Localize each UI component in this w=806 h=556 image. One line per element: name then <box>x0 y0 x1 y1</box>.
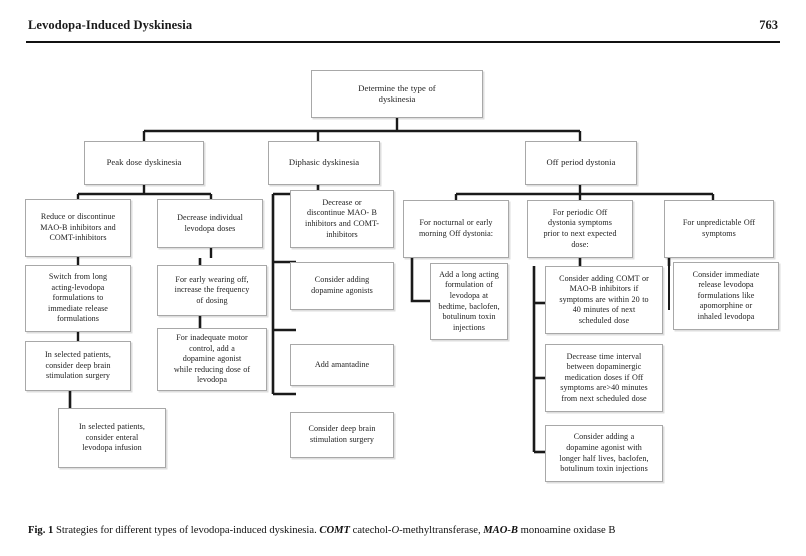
node-peak-dose-dyskinesia[interactable]: Peak dose dyskinesia <box>84 141 204 185</box>
node-peak-switch-formulations[interactable]: Switch from long acting-levodopa formula… <box>25 265 131 332</box>
node-off-comt-mao-20-40-min[interactable]: Consider adding COMT or MAO-B inhibitors… <box>545 266 663 334</box>
page-number: 763 <box>759 18 778 32</box>
flowchart-figure: Determine the type of dyskinesia Peak do… <box>25 70 779 482</box>
node-label: Consider adding COMT or MAO-B inhibitors… <box>559 273 649 325</box>
page-header: Levodopa-Induced Dyskinesia 763 <box>28 18 778 44</box>
caption-maob-expansion: monoamine oxidase B <box>520 525 616 536</box>
node-diphasic-amantadine[interactable]: Add amantadine <box>290 344 394 386</box>
node-label: Off period dystonia <box>546 157 616 168</box>
figure-caption: Fig. 1 Strategies for different types of… <box>28 524 784 538</box>
node-label: Decrease individual levodopa doses <box>177 212 243 233</box>
node-off-unpredictable-symptoms[interactable]: For unpredictable Off symptoms <box>664 200 774 258</box>
header-divider <box>26 41 780 43</box>
node-label: Consider immediate release levodopa form… <box>692 269 760 321</box>
node-label: Peak dose dyskinesia <box>106 157 182 168</box>
node-label: For nocturnal or early morning Off dysto… <box>418 218 494 238</box>
node-off-decrease-time-interval[interactable]: Decrease time interval between dopaminer… <box>545 344 663 412</box>
node-label: Decrease or discontinue MAO- B inhibitor… <box>305 197 379 239</box>
node-label: For unpredictable Off symptoms <box>682 218 756 238</box>
node-label: For early wearing off, increase the freq… <box>174 274 250 305</box>
node-diphasic-dyskinesia[interactable]: Diphasic dyskinesia <box>268 141 380 185</box>
node-peak-inadequate-motor-control[interactable]: For inadequate motor control, add a dopa… <box>157 328 267 391</box>
caption-comt-expansion-a: catechol- <box>352 525 392 536</box>
caption-comt-expansion-o: O <box>391 525 400 536</box>
caption-comt-expansion-b: -methyltransferase, <box>399 525 481 536</box>
node-diphasic-dopamine-agonists[interactable]: Consider adding dopamine agonists <box>290 262 394 310</box>
node-label: Diphasic dyskinesia <box>288 157 360 168</box>
node-peak-decrease-individual-doses[interactable]: Decrease individual levodopa doses <box>157 199 263 248</box>
node-diphasic-decrease-mao-comt[interactable]: Decrease or discontinue MAO- B inhibitor… <box>290 190 394 248</box>
node-label: Switch from long acting-levodopa formula… <box>48 272 108 324</box>
node-label: Add amantadine <box>314 359 370 369</box>
node-label: In selected patients, consider enteral l… <box>79 422 145 453</box>
node-peak-deep-brain-stimulation[interactable]: In selected patients, consider deep brai… <box>25 341 131 391</box>
node-off-nocturnal-early-morning[interactable]: For nocturnal or early morning Off dysto… <box>403 200 509 258</box>
node-diphasic-deep-brain-stimulation[interactable]: Consider deep brain stimulation surgery <box>290 412 394 458</box>
node-off-immediate-release-apomorphine[interactable]: Consider immediate release levodopa form… <box>673 262 779 330</box>
caption-abbr-maob: MAO-B <box>483 525 518 536</box>
caption-text-main: Strategies for different types of levodo… <box>55 525 317 536</box>
node-peak-reduce-mao-comt[interactable]: Reduce or discontinue MAO-B inhibitors a… <box>25 199 131 257</box>
page-header-title: Levodopa-Induced Dyskinesia <box>28 18 193 32</box>
node-label: Determine the type of dyskinesia <box>358 82 436 104</box>
node-peak-enteral-levodopa-infusion[interactable]: In selected patients, consider enteral l… <box>58 408 166 468</box>
node-label: Consider adding dopamine agonists <box>311 275 373 295</box>
node-peak-early-wearing-off[interactable]: For early wearing off, increase the freq… <box>157 265 267 316</box>
figure-label: Fig. 1 <box>28 525 54 536</box>
node-off-long-acting-bedtime[interactable]: Add a long acting formulation of levodop… <box>430 263 508 340</box>
node-determine-type[interactable]: Determine the type of dyskinesia <box>311 70 483 118</box>
node-label: For inadequate motor control, add a dopa… <box>173 333 251 385</box>
node-label: Reduce or discontinue MAO-B inhibitors a… <box>40 212 116 243</box>
node-off-longer-half-life-agonist[interactable]: Consider adding a dopamine agonist with … <box>545 425 663 482</box>
node-off-period-dystonia[interactable]: Off period dystonia <box>525 141 637 185</box>
node-label: For periodic Off dystonia symptoms prior… <box>543 207 617 249</box>
node-label: In selected patients, consider deep brai… <box>45 350 111 381</box>
node-label: Add a long acting formulation of levodop… <box>438 269 500 332</box>
caption-abbr-comt: COMT <box>319 525 350 536</box>
node-label: Consider deep brain stimulation surgery <box>308 424 376 444</box>
node-label: Decrease time interval between dopaminer… <box>560 351 648 403</box>
node-off-periodic-dystonia[interactable]: For periodic Off dystonia symptoms prior… <box>527 200 633 258</box>
node-label: Consider adding a dopamine agonist with … <box>559 432 649 474</box>
